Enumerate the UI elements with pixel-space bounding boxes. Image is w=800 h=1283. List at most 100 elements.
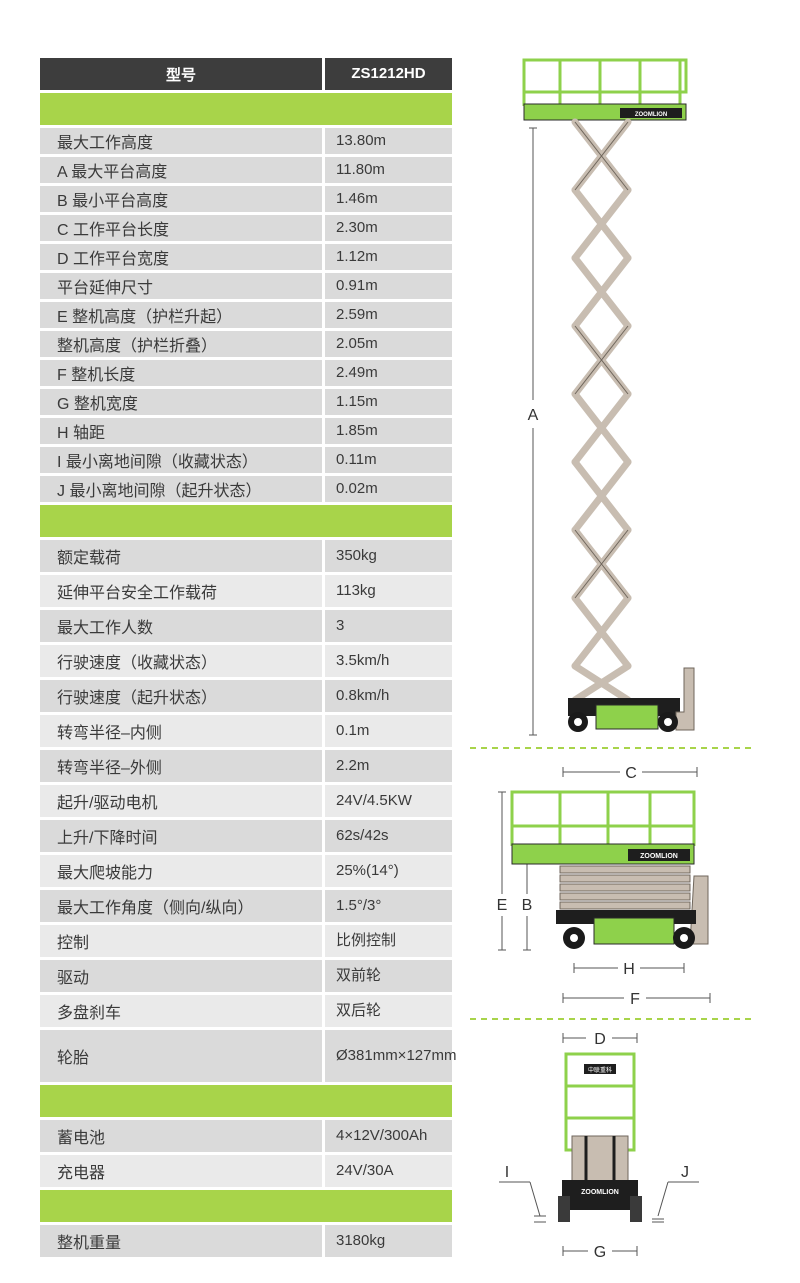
spec-label: 最大工作人数 <box>40 610 322 642</box>
spec-value: 0.91m <box>325 273 452 299</box>
spec-label: 控制 <box>40 925 322 957</box>
spec-value: 113kg <box>325 575 452 607</box>
label-a: A <box>528 407 539 424</box>
label-f: F <box>630 991 640 1008</box>
spec-label: 蓄电池 <box>40 1120 322 1152</box>
spec-label: 多盘刹车 <box>40 995 322 1027</box>
table-row: 行驶速度（收藏状态）3.5km/h <box>40 645 452 677</box>
label-d: D <box>594 1031 606 1048</box>
spec-value: 1.12m <box>325 244 452 270</box>
spec-label: 整机高度（护栏折叠） <box>40 331 322 357</box>
spec-label: 轮胎 <box>40 1030 322 1082</box>
brand-logo-stowed: ZOOMLION <box>640 853 678 860</box>
spec-label: 最大工作高度 <box>40 128 322 154</box>
spec-label: 充电器 <box>40 1155 322 1187</box>
spec-value: 双前轮 <box>325 960 452 992</box>
table-row: 驱动双前轮 <box>40 960 452 992</box>
spec-label: D 工作平台宽度 <box>40 244 322 270</box>
dashed-dividers <box>470 747 755 1020</box>
spec-label: G 整机宽度 <box>40 389 322 415</box>
scissor-stack-front <box>571 1135 629 1183</box>
spec-value: 62s/42s <box>325 820 452 852</box>
spec-label: 上升/下降时间 <box>40 820 322 852</box>
table-row: 行驶速度（起升状态）0.8km/h <box>40 680 452 712</box>
spec-value: 1.15m <box>325 389 452 415</box>
spec-label: 平台延伸尺寸 <box>40 273 322 299</box>
section-bar-weight <box>40 1190 452 1222</box>
table-row: 控制比例控制 <box>40 925 452 957</box>
label-e: E <box>497 897 508 914</box>
front-view-illustration: D 中联重科 ZOOMLION I J G <box>499 1031 699 1261</box>
spec-label: C 工作平台长度 <box>40 215 322 241</box>
spec-label: 最大工作角度（侧向/纵向） <box>40 890 322 922</box>
spec-value: 2.05m <box>325 331 452 357</box>
spec-value: 1.5°/3° <box>325 890 452 922</box>
spec-label: E 整机高度（护栏升起） <box>40 302 322 328</box>
spec-value: 24V/4.5KW <box>325 785 452 817</box>
brand-logo-raised: ZOOMLION <box>635 112 667 118</box>
scissor-stack <box>571 118 632 704</box>
brand-logo-front: ZOOMLION <box>581 1189 619 1196</box>
label-i: I <box>505 1164 509 1181</box>
spec-label: 驱动 <box>40 960 322 992</box>
spec-value: 0.8km/h <box>325 680 452 712</box>
spec-value: 13.80m <box>325 128 452 154</box>
wheel-icon <box>558 1196 570 1222</box>
spec-label: 起升/驱动电机 <box>40 785 322 817</box>
spec-value: 350kg <box>325 540 452 572</box>
spec-label: 整机重量 <box>40 1225 322 1257</box>
label-h: H <box>623 961 635 978</box>
base-chassis <box>562 1180 638 1210</box>
header-label: 型号 <box>40 58 322 90</box>
table-row: I 最小离地间隙（收藏状态）0.11m <box>40 447 452 473</box>
stowed-machine-illustration: C E B ZOOMLION <box>494 765 711 1008</box>
spec-value: 0.1m <box>325 715 452 747</box>
spec-value: 1.46m <box>325 186 452 212</box>
spec-value: 4×12V/300Ah <box>325 1120 452 1152</box>
table-row: E 整机高度（护栏升起）2.59m <box>40 302 452 328</box>
spec-label: 最大爬坡能力 <box>40 855 322 887</box>
spec-value: 3.5km/h <box>325 645 452 677</box>
brand-logo-cn: 中联重科 <box>588 1066 612 1074</box>
wheel-icon <box>630 1196 642 1222</box>
spec-label: 行驶速度（收藏状态） <box>40 645 322 677</box>
spec-label: B 最小平台高度 <box>40 186 322 212</box>
section-bar-power <box>40 1085 452 1117</box>
label-c: C <box>625 765 637 782</box>
spec-label: A 最大平台高度 <box>40 157 322 183</box>
spec-label: 转弯半径–外侧 <box>40 750 322 782</box>
label-j: J <box>681 1164 689 1181</box>
spec-value: Ø381mm×127mm <box>325 1030 456 1082</box>
spec-value: 双后轮 <box>325 995 452 1027</box>
spec-label: 转弯半径–内侧 <box>40 715 322 747</box>
spec-value: 2.30m <box>325 215 452 241</box>
guardrail <box>522 58 688 106</box>
spec-label: H 轴距 <box>40 418 322 444</box>
spec-label: 延伸平台安全工作载荷 <box>40 575 322 607</box>
spec-value: 3 <box>325 610 452 642</box>
spec-value: 2.59m <box>325 302 452 328</box>
scissor-stack-folded <box>559 865 691 910</box>
raised-machine-illustration: A ZOOMLION <box>522 58 695 736</box>
label-g: G <box>594 1244 606 1261</box>
table-row: J 最小离地间隙（起升状态）0.02m <box>40 476 452 502</box>
label-b: B <box>522 897 533 914</box>
spec-value: 2.2m <box>325 750 452 782</box>
spec-label: 行驶速度（起升状态） <box>40 680 322 712</box>
